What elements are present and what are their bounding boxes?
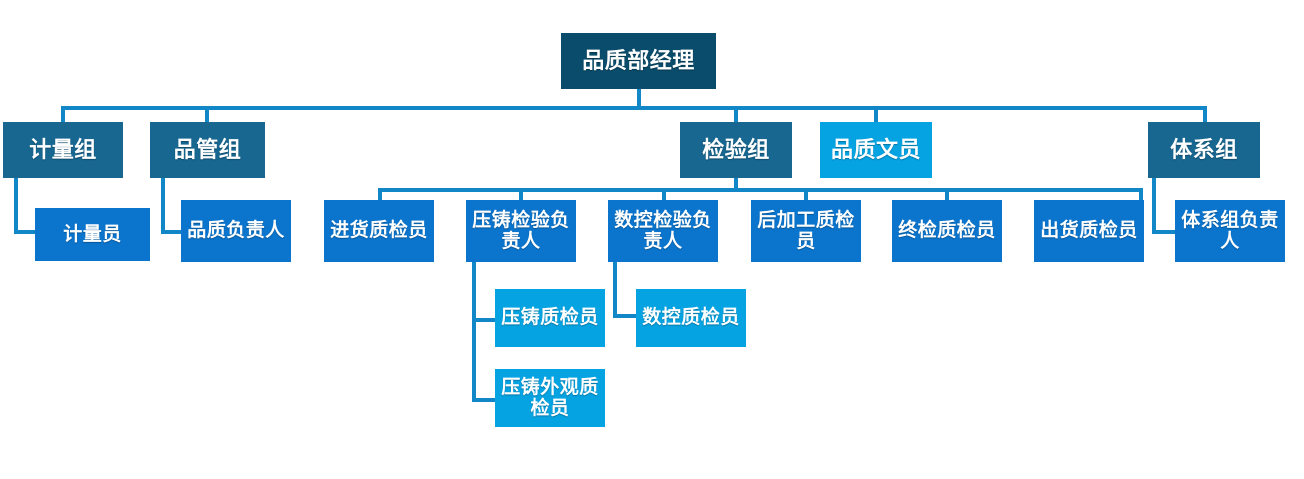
node-post-processing-inspector[interactable]: 后加工质检员	[751, 200, 861, 262]
node-inspection-group[interactable]: 检验组	[680, 122, 792, 178]
node-quality-supervisor[interactable]: 品质负责人	[181, 200, 291, 262]
node-metrology-staff[interactable]: 计量员	[35, 208, 150, 261]
node-cnc-inspector[interactable]: 数控质检员	[636, 289, 746, 347]
node-metrology-group[interactable]: 计量组	[3, 122, 123, 178]
node-quality-clerk[interactable]: 品质文员	[820, 122, 932, 178]
connector-jianyan-bus	[378, 188, 1143, 192]
connector-drop-jinhuo	[378, 188, 382, 202]
connector-drop-houjiagong	[804, 188, 808, 202]
node-diecast-inspector[interactable]: 压铸质检员	[495, 289, 605, 347]
connector-drop-pinguan	[205, 106, 209, 124]
connector-drop-jianyan	[734, 106, 738, 124]
node-cnc-inspection-lead[interactable]: 数控检验负责人	[608, 200, 718, 262]
connector-drop-tixi	[1203, 106, 1207, 124]
node-root-quality-manager[interactable]: 品质部经理	[561, 33, 716, 89]
node-incoming-inspector[interactable]: 进货质检员	[324, 200, 434, 262]
connector-root-stem	[637, 88, 641, 110]
connector-drop-wenyuan	[874, 106, 878, 124]
connector-drop-yazhu	[519, 188, 523, 202]
node-shipping-inspector[interactable]: 出货质检员	[1034, 200, 1144, 262]
node-quality-control-group[interactable]: 品管组	[150, 122, 265, 178]
connector-elbow-pinzhifuzeren	[161, 178, 185, 234]
connector-drop-shukong	[662, 188, 666, 202]
connector-elbow-jiliangyuan	[14, 178, 38, 234]
node-final-inspector[interactable]: 终检质检员	[892, 200, 1002, 262]
node-system-supervisor[interactable]: 体系组负责人	[1175, 200, 1285, 262]
connector-jianyan-stem	[734, 178, 738, 190]
connector-main-bus	[61, 106, 1207, 110]
connector-elbow-tixifuzeren	[1152, 178, 1178, 234]
connector-yazhu-branch-2	[472, 398, 498, 402]
connector-drop-chuhuo	[1139, 188, 1143, 202]
connector-drop-jiliang	[61, 106, 65, 124]
connector-yazhu-branch-1	[472, 318, 498, 322]
node-diecast-inspection-lead[interactable]: 压铸检验负责人	[466, 200, 576, 262]
connector-yazhu-spine	[472, 262, 476, 402]
node-diecast-appearance-inspector[interactable]: 压铸外观质检员	[495, 369, 605, 427]
connector-drop-zhongjian	[945, 188, 949, 202]
node-system-group[interactable]: 体系组	[1148, 122, 1260, 178]
connector-elbow-shukongzhijian	[613, 262, 638, 318]
